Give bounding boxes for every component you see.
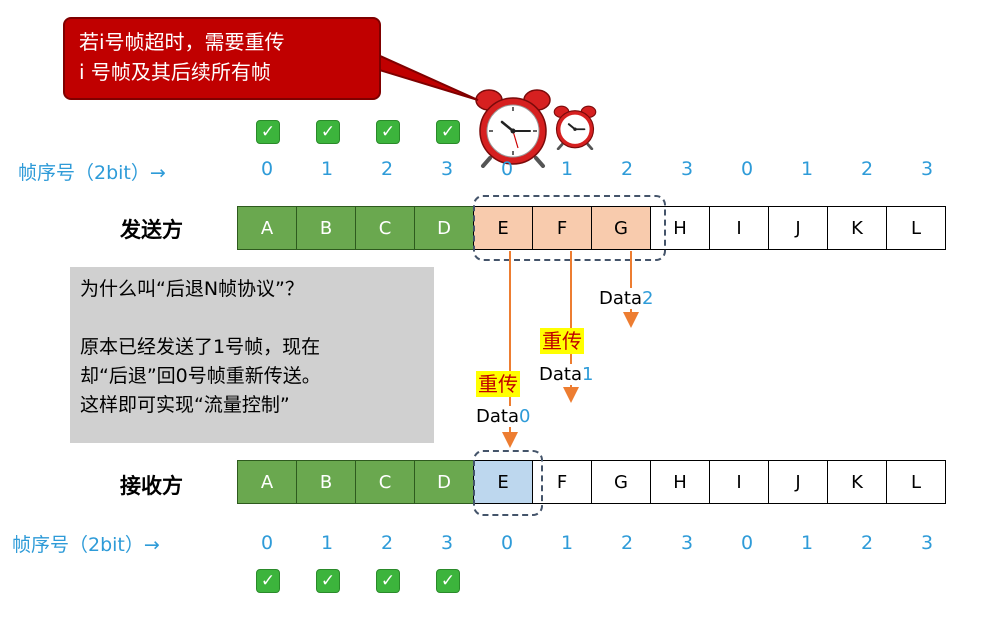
receiver-frame: H — [650, 460, 710, 504]
data-index: 2 — [642, 288, 653, 309]
sequence-number: 2 — [597, 532, 657, 554]
receiver-frame: J — [768, 460, 828, 504]
check-icon: ✓ — [436, 120, 460, 144]
sequence-number: 3 — [657, 532, 717, 554]
sequence-number: 0 — [717, 158, 777, 180]
sender-window — [473, 195, 666, 261]
sequence-number: 0 — [477, 158, 537, 180]
sender-frame: L — [886, 206, 946, 250]
sequence-number: 0 — [237, 158, 297, 180]
sequence-number: 1 — [297, 532, 357, 554]
sender-frame: A — [237, 206, 297, 250]
alarm-clock-icon — [552, 104, 598, 150]
sequence-number: 1 — [537, 532, 597, 554]
sequence-number: 3 — [657, 158, 717, 180]
check-icon: ✓ — [376, 120, 400, 144]
sender-sequence-numbers: 0 1 2 3 0 1 2 3 0 1 2 3 — [237, 158, 957, 180]
receiver-frame: I — [709, 460, 769, 504]
data-text: Data — [476, 406, 519, 427]
sequence-number: 1 — [297, 158, 357, 180]
callout-line-2: i 号帧及其后续所有帧 — [79, 57, 367, 87]
explanation-line: 这样即可实现“流量控制” — [80, 391, 424, 420]
receiver-frame: K — [827, 460, 887, 504]
check-icon: ✓ — [256, 120, 280, 144]
data-label-0: Data0 — [476, 406, 530, 427]
sender-frame: I — [709, 206, 769, 250]
sequence-number: 3 — [417, 532, 477, 554]
sequence-number: 2 — [837, 158, 897, 180]
data-index: 1 — [582, 364, 593, 385]
explanation-question: 为什么叫“后退N帧协议”？ — [80, 275, 424, 304]
check-icon: ✓ — [376, 569, 400, 593]
receiver-frame: B — [296, 460, 356, 504]
explanation-line: 却“后退”回0号帧重新传送。 — [80, 362, 424, 391]
data-label-2: Data2 — [599, 288, 653, 309]
sender-frame: C — [355, 206, 415, 250]
sequence-number: 1 — [537, 158, 597, 180]
retransmit-label-0: 重传 — [476, 371, 520, 397]
sender-label: 发送方 — [120, 214, 183, 244]
sender-frame: J — [768, 206, 828, 250]
explanation-line: 原本已经发送了1号帧，现在 — [80, 333, 424, 362]
sequence-number: 2 — [597, 158, 657, 180]
data-text: Data — [539, 364, 582, 385]
sequence-number: 0 — [237, 532, 297, 554]
sequence-number: 2 — [357, 532, 417, 554]
sequence-number: 3 — [417, 158, 477, 180]
receiver-sequence-numbers: 0 1 2 3 0 1 2 3 0 1 2 3 — [237, 532, 957, 554]
retransmit-label-1: 重传 — [540, 328, 584, 354]
receiver-frame: L — [886, 460, 946, 504]
sequence-number: 2 — [357, 158, 417, 180]
timeout-callout: 若i号帧超时，需要重传 i 号帧及其后续所有帧 — [63, 17, 381, 100]
receiver-frame: A — [237, 460, 297, 504]
check-icon: ✓ — [436, 569, 460, 593]
receiver-frame: C — [355, 460, 415, 504]
sender-frame: K — [827, 206, 887, 250]
sender-frame: D — [414, 206, 474, 250]
explanation-box: 为什么叫“后退N帧协议”？ 原本已经发送了1号帧，现在 却“后退”回0号帧重新传… — [70, 267, 434, 443]
sequence-number: 2 — [837, 532, 897, 554]
sequence-number: 3 — [897, 532, 957, 554]
sequence-number: 3 — [897, 158, 957, 180]
alarm-clock-icon — [472, 86, 554, 168]
data-index: 0 — [519, 406, 530, 427]
sequence-number: 1 — [777, 158, 837, 180]
receiver-frame: D — [414, 460, 474, 504]
callout-line-1: 若i号帧超时，需要重传 — [79, 27, 367, 57]
data-text: Data — [599, 288, 642, 309]
data-label-1: Data1 — [539, 364, 593, 385]
receiver-frame-row: A B C D E F G H I J K L — [237, 460, 946, 504]
receiver-window — [473, 450, 543, 516]
check-icon: ✓ — [256, 569, 280, 593]
check-icon: ✓ — [316, 569, 340, 593]
sequence-number: 0 — [477, 532, 537, 554]
sequence-number: 1 — [777, 532, 837, 554]
receiver-label: 接收方 — [120, 470, 183, 500]
sender-frame: B — [296, 206, 356, 250]
receiver-sequence-label: 帧序号（2bit）→ — [12, 530, 160, 557]
check-icon: ✓ — [316, 120, 340, 144]
sequence-number: 0 — [717, 532, 777, 554]
sender-sequence-label: 帧序号（2bit）→ — [18, 158, 166, 185]
receiver-frame: G — [591, 460, 651, 504]
